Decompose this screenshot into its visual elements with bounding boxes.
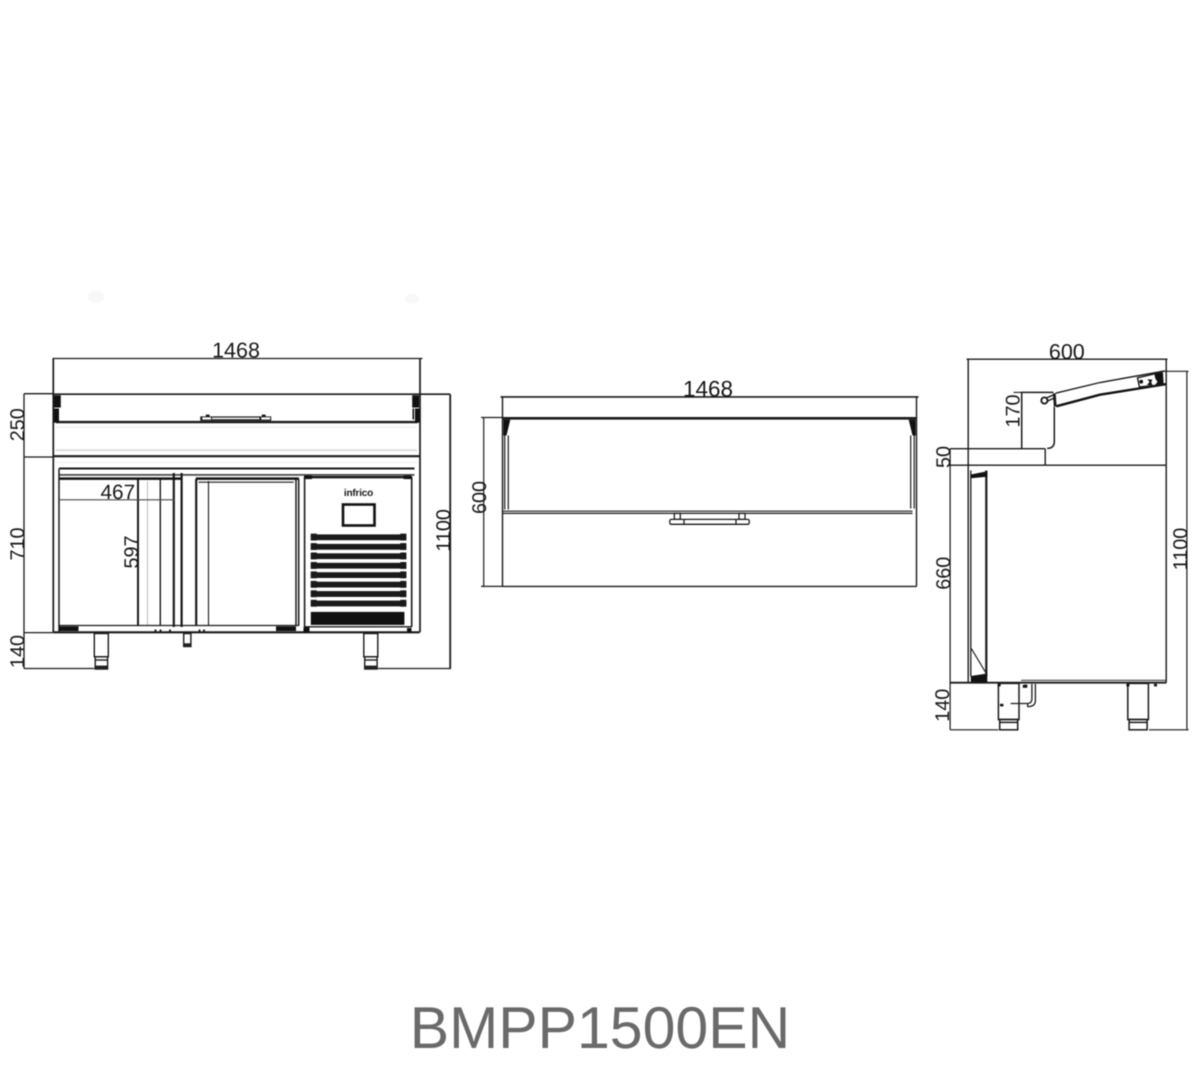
svg-text:597: 597 (121, 535, 143, 568)
svg-text:1100: 1100 (433, 509, 455, 552)
svg-text:600: 600 (469, 481, 491, 514)
svg-text:660: 660 (933, 557, 955, 590)
svg-text:140: 140 (932, 689, 954, 722)
svg-text:1100: 1100 (1170, 528, 1192, 571)
svg-text:600: 600 (1049, 340, 1085, 364)
svg-text:50: 50 (933, 446, 955, 468)
svg-text:250: 250 (7, 408, 29, 441)
svg-text:BMPP1500EN: BMPP1500EN (410, 995, 790, 1061)
svg-text:710: 710 (7, 527, 29, 560)
svg-text:1468: 1468 (683, 377, 733, 402)
svg-text:140: 140 (7, 635, 29, 668)
svg-text:infrico: infrico (344, 488, 373, 499)
svg-text:170: 170 (1002, 394, 1024, 427)
svg-text:1468: 1468 (212, 338, 260, 362)
svg-text:467: 467 (100, 481, 135, 504)
